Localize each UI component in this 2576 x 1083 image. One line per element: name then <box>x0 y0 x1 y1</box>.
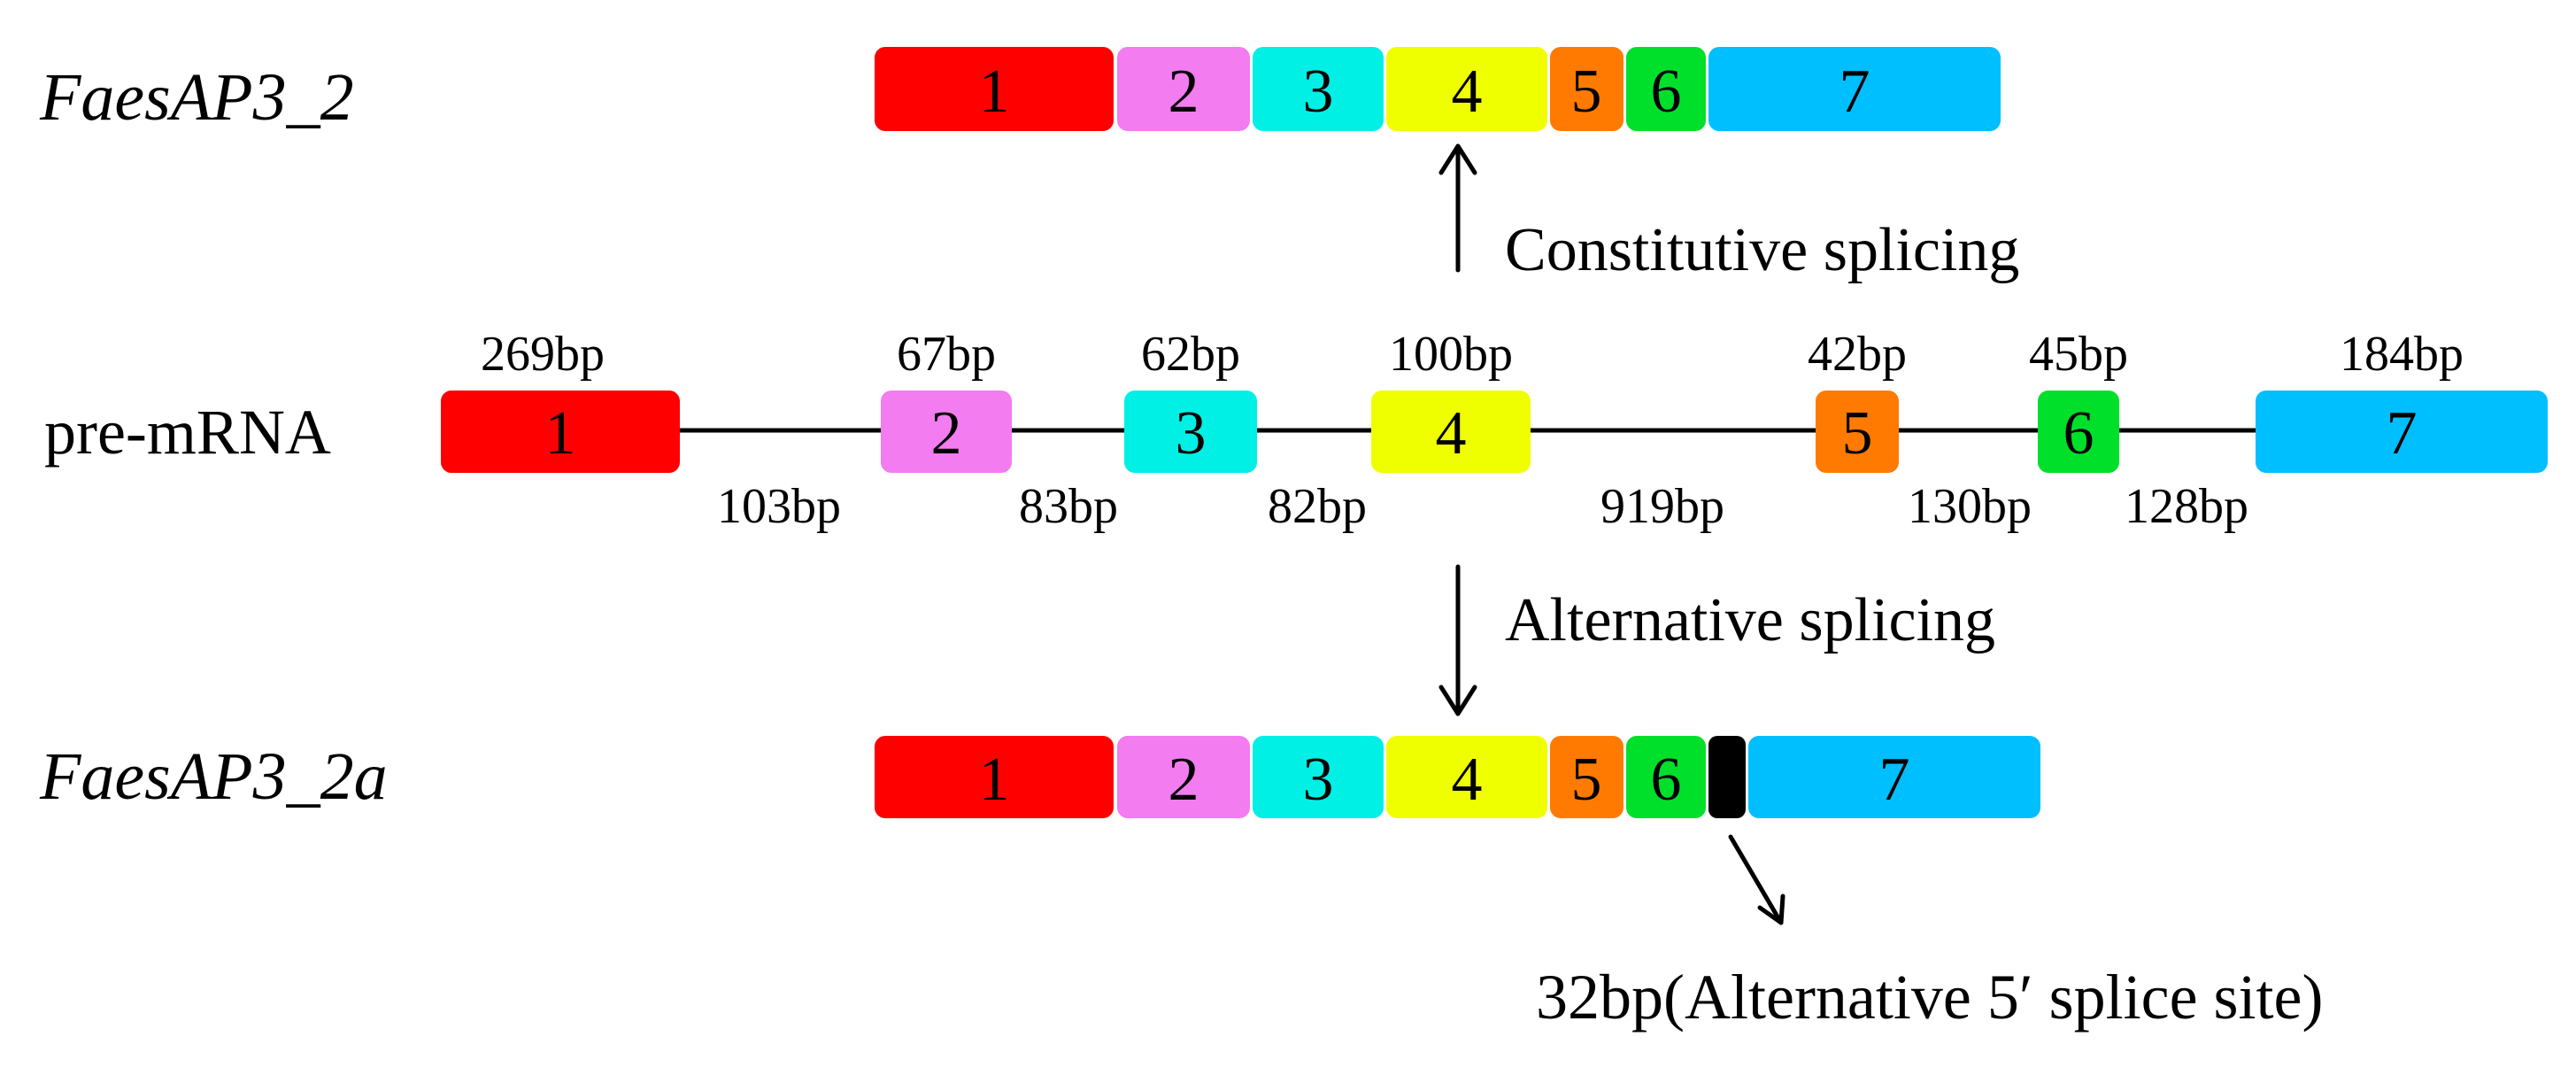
top-exon-7 <box>1708 47 2001 131</box>
bottom-transcript-label: FaesAP3_2a <box>39 739 388 814</box>
pre-mrna-label: pre-mRNA <box>44 397 331 468</box>
top-exon-3-number: 3 <box>1303 58 1334 126</box>
pre-mrna-gene: 1 2 3 4 5 6 7 269bp 67bp 62bp 100bp 42bp… <box>441 327 2548 534</box>
intron-4-length: 919bp <box>1600 479 1724 534</box>
top-exon-4 <box>1386 47 1547 131</box>
pre-exon-5 <box>1816 391 1899 473</box>
top-exon-6-number: 6 <box>1651 58 1682 126</box>
alternative-5-splice-site-note: 32bp(Alternative 5′ splice site) <box>1536 962 2324 1033</box>
bottom-exon-3-number: 3 <box>1303 746 1334 814</box>
pre-exon-1-number: 1 <box>545 399 576 468</box>
intron-6-length: 128bp <box>2125 479 2248 534</box>
pre-exon-6-number: 6 <box>2063 399 2094 468</box>
retained-32bp-segment <box>1708 736 1746 818</box>
bottom-exon-5 <box>1550 736 1623 818</box>
top-exon-5 <box>1550 47 1623 131</box>
bottom-exon-5-number: 5 <box>1571 746 1602 814</box>
exon-3-length: 62bp <box>1141 327 1240 382</box>
top-exon-2-number: 2 <box>1168 58 1199 126</box>
bottom-exon-2 <box>1117 736 1250 818</box>
pre-exon-4 <box>1371 391 1531 473</box>
bottom-exon-1 <box>875 736 1114 818</box>
exon-2-length: 67bp <box>897 327 996 382</box>
alternative-arrow <box>1438 564 1477 716</box>
top-transcript-label: FaesAP3_2 <box>39 60 354 135</box>
bottom-exon-3 <box>1253 736 1384 818</box>
intron-2-length: 83bp <box>1019 479 1118 534</box>
top-exon-6 <box>1626 47 1706 131</box>
exon-6-length: 45bp <box>2029 327 2128 382</box>
insert-pointer-arrow <box>1728 834 1785 925</box>
constitutive-splicing-label: Constitutive splicing <box>1505 216 2019 284</box>
top-exon-4-number: 4 <box>1452 58 1483 126</box>
intron-1-length: 103bp <box>717 479 841 534</box>
intron-5-length: 130bp <box>1908 479 2032 534</box>
exon-1-length: 269bp <box>481 327 605 382</box>
top-exon-1-number: 1 <box>979 58 1010 126</box>
pre-exon-7 <box>2256 391 2548 473</box>
top-exon-1 <box>875 47 1114 131</box>
bottom-exon-6-number: 6 <box>1651 746 1682 814</box>
bottom-exon-7 <box>1748 736 2040 818</box>
bottom-exon-7-number: 7 <box>1879 746 1910 814</box>
pre-exon-1 <box>441 391 680 473</box>
top-exon-2 <box>1117 47 1250 131</box>
pre-exon-3 <box>1124 391 1257 473</box>
bottom-exon-1-number: 1 <box>979 746 1010 814</box>
top-transcript: 1 2 3 4 5 6 7 <box>875 47 2001 131</box>
alternative-splicing-label: Alternative splicing <box>1505 586 1995 654</box>
exon-4-length: 100bp <box>1389 327 1513 382</box>
pre-exon-7-number: 7 <box>2387 399 2418 468</box>
top-exon-5-number: 5 <box>1571 58 1602 126</box>
bottom-transcript: 1 2 3 4 5 6 7 <box>875 736 2040 818</box>
pre-exon-2 <box>881 391 1012 473</box>
intron-3-length: 82bp <box>1268 479 1367 534</box>
bottom-exon-6 <box>1626 736 1706 818</box>
bottom-exon-4-number: 4 <box>1452 746 1483 814</box>
pre-exon-2-number: 2 <box>931 399 962 468</box>
pre-exon-4-number: 4 <box>1436 399 1467 468</box>
bottom-exon-2-number: 2 <box>1168 746 1199 814</box>
pre-exon-5-number: 5 <box>1842 399 1873 468</box>
exon-5-length: 42bp <box>1808 327 1907 382</box>
exon-7-length: 184bp <box>2340 327 2464 382</box>
constitutive-arrow <box>1438 143 1477 273</box>
top-exon-7-number: 7 <box>1839 58 1870 126</box>
pre-exon-3-number: 3 <box>1176 399 1207 468</box>
bottom-exon-4 <box>1386 736 1547 818</box>
top-exon-3 <box>1253 47 1384 131</box>
pre-exon-6 <box>2038 391 2119 473</box>
